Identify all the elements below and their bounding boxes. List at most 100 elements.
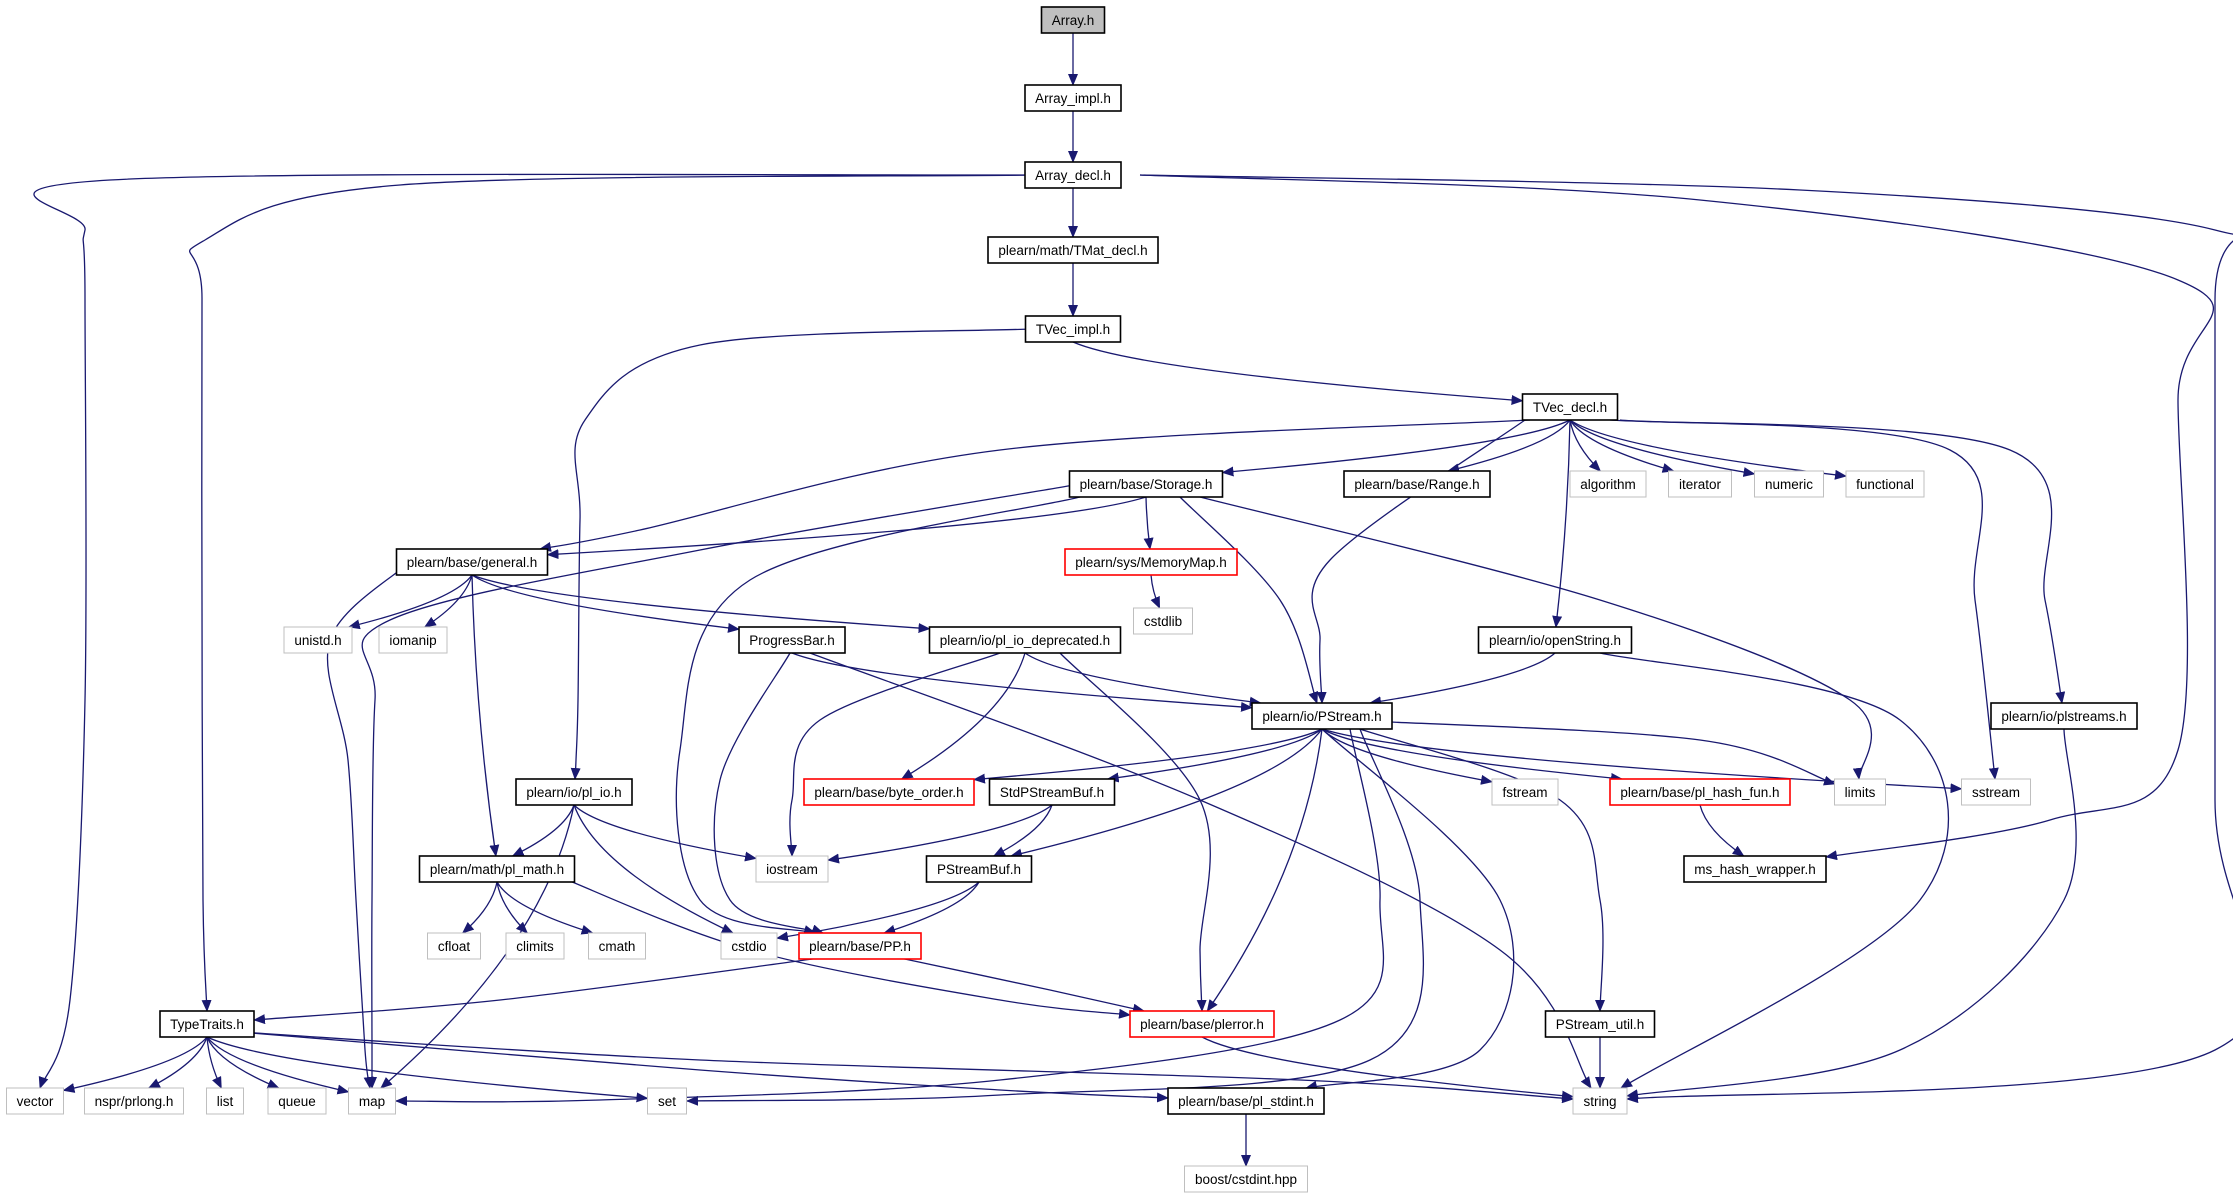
edge-pp-to-typetraits: [253, 957, 821, 1025]
node-box: [267, 1087, 327, 1115]
node-cstdlib[interactable]: cstdlib: [1133, 607, 1193, 635]
edge-pstream-to-pl-stdint: [1305, 728, 1515, 1091]
node-memorymap[interactable]: plearn/sys/MemoryMap.h: [1064, 548, 1238, 576]
node-box: [1343, 470, 1491, 498]
node-pstreambuf[interactable]: PStreamBuf.h: [925, 855, 1033, 883]
node-cmath[interactable]: cmath: [588, 932, 646, 960]
node-cstdint[interactable]: boost/cstdint.hpp: [1184, 1165, 1308, 1193]
node-pl-stdint[interactable]: plearn/base/pl_stdint.h: [1167, 1087, 1325, 1115]
node-box: [720, 932, 778, 960]
node-label: unistd.h: [294, 633, 341, 648]
node-box: [1569, 470, 1647, 498]
edge-typetraits-to-pl-stdint: [239, 1031, 1169, 1103]
node-ms-hash-wrapper[interactable]: ms_hash_wrapper.h: [1683, 855, 1827, 883]
node-stdpstreambuf[interactable]: StdPStreamBuf.h: [988, 778, 1116, 806]
node-numeric[interactable]: numeric: [1754, 470, 1824, 498]
node-label: plearn/io/pl_io_deprecated.h: [940, 633, 1110, 648]
node-box: [378, 626, 448, 654]
node-algorithm[interactable]: algorithm: [1569, 470, 1647, 498]
node-label: cstdio: [731, 939, 766, 954]
edge-typetraits-to-map: [206, 1036, 350, 1095]
node-label: plearn/io/plstreams.h: [2001, 709, 2126, 724]
edges-layer: [33, 32, 2233, 1167]
node-box: [1167, 1087, 1325, 1115]
node-box: [1961, 778, 2031, 806]
edge-progressbar-to-pstream: [791, 652, 1253, 712]
node-label: Array.h: [1052, 13, 1095, 28]
node-label: plearn/base/plerror.h: [1140, 1017, 1264, 1032]
node-openstring[interactable]: plearn/io/openString.h: [1477, 626, 1633, 654]
node-general[interactable]: plearn/base/general.h: [395, 548, 549, 576]
node-iomanip[interactable]: iomanip: [378, 626, 448, 654]
node-pl-hash-fun[interactable]: plearn/base/pl_hash_fun.h: [1609, 778, 1791, 806]
edge-pl-io-deprecated-to-pstream: [1024, 652, 1262, 707]
edge-storage-to-pp: [675, 496, 1081, 935]
node-box: [1040, 6, 1106, 34]
node-box: [515, 778, 633, 806]
node-label: plearn/math/TMat_decl.h: [998, 243, 1147, 258]
node-box: [647, 1087, 687, 1115]
node-range[interactable]: plearn/base/Range.h: [1343, 470, 1491, 498]
node-label: limits: [1845, 785, 1876, 800]
edge-array-decl-to-string: [1139, 174, 2233, 1104]
node-string[interactable]: string: [1572, 1087, 1628, 1115]
node-iterator[interactable]: iterator: [1668, 470, 1732, 498]
node-label: plearn/math/pl_math.h: [430, 862, 564, 877]
node-pstream-util[interactable]: PStream_util.h: [1544, 1010, 1656, 1038]
node-label: PStream_util.h: [1556, 1017, 1645, 1032]
edge-stdpstreambuf-to-iostream: [827, 804, 1053, 864]
edge-typetraits-to-queue: [206, 1036, 280, 1089]
edge-tvec-impl-to-tvec-decl: [1072, 341, 1524, 405]
edge-pl-hash-fun-to-ms-hash-wrapper: [1699, 804, 1745, 857]
node-label: iomanip: [389, 633, 436, 648]
node-pp[interactable]: plearn/base/PP.h: [798, 932, 922, 960]
node-label: plearn/base/pl_stdint.h: [1178, 1094, 1314, 1109]
node-progressbar[interactable]: ProgressBar.h: [738, 626, 846, 654]
node-vector[interactable]: vector: [6, 1087, 64, 1115]
node-cstdio[interactable]: cstdio: [720, 932, 778, 960]
node-storage[interactable]: plearn/base/Storage.h: [1068, 470, 1224, 498]
node-pl-io[interactable]: plearn/io/pl_io.h: [515, 778, 633, 806]
node-fstream[interactable]: fstream: [1491, 778, 1559, 806]
node-box: [755, 855, 829, 883]
edge-plstreams-to-string: [1626, 728, 2077, 1100]
node-pl-io-deprecated[interactable]: plearn/io/pl_io_deprecated.h: [928, 626, 1122, 654]
node-unistd[interactable]: unistd.h: [283, 626, 353, 654]
node-functional[interactable]: functional: [1845, 470, 1925, 498]
node-tvec-impl[interactable]: TVec_impl.h: [1024, 315, 1122, 343]
node-map[interactable]: map: [348, 1087, 396, 1115]
node-typetraits[interactable]: TypeTraits.h: [159, 1010, 255, 1038]
node-label: fstream: [1502, 785, 1547, 800]
edge-typetraits-to-list: [206, 1036, 222, 1089]
node-list[interactable]: list: [206, 1087, 244, 1115]
node-array-h[interactable]: Array.h: [1040, 6, 1106, 34]
node-iostream[interactable]: iostream: [755, 855, 829, 883]
node-array-impl[interactable]: Array_impl.h: [1024, 84, 1122, 112]
node-limits[interactable]: limits: [1834, 778, 1886, 806]
node-array-decl[interactable]: Array_decl.h: [1024, 161, 1122, 189]
node-queue[interactable]: queue: [267, 1087, 327, 1115]
node-set[interactable]: set: [647, 1087, 687, 1115]
edge-stdpstreambuf-to-pstreambuf: [992, 804, 1053, 857]
node-tmat-decl[interactable]: plearn/math/TMat_decl.h: [987, 236, 1159, 264]
node-tvec-decl[interactable]: TVec_decl.h: [1521, 393, 1619, 421]
node-box: [1251, 702, 1393, 730]
node-plerror[interactable]: plearn/base/plerror.h: [1129, 1010, 1275, 1038]
node-prlong[interactable]: nspr/prlong.h: [84, 1087, 184, 1115]
node-climits[interactable]: climits: [505, 932, 565, 960]
node-box: [1024, 315, 1122, 343]
node-label: iterator: [1679, 477, 1722, 492]
node-box: [348, 1087, 396, 1115]
node-plstreams[interactable]: plearn/io/plstreams.h: [1990, 702, 2138, 730]
node-byte-order[interactable]: plearn/base/byte_order.h: [803, 778, 975, 806]
node-sstream[interactable]: sstream: [1961, 778, 2031, 806]
node-box: [925, 855, 1033, 883]
node-pl-math[interactable]: plearn/math/pl_math.h: [418, 855, 576, 883]
node-label: TVec_decl.h: [1533, 400, 1607, 415]
node-box: [1184, 1165, 1308, 1193]
node-label: ms_hash_wrapper.h: [1694, 862, 1816, 877]
node-cfloat[interactable]: cfloat: [427, 932, 481, 960]
node-label: plearn/base/Storage.h: [1080, 477, 1213, 492]
node-pstream[interactable]: plearn/io/PStream.h: [1251, 702, 1393, 730]
